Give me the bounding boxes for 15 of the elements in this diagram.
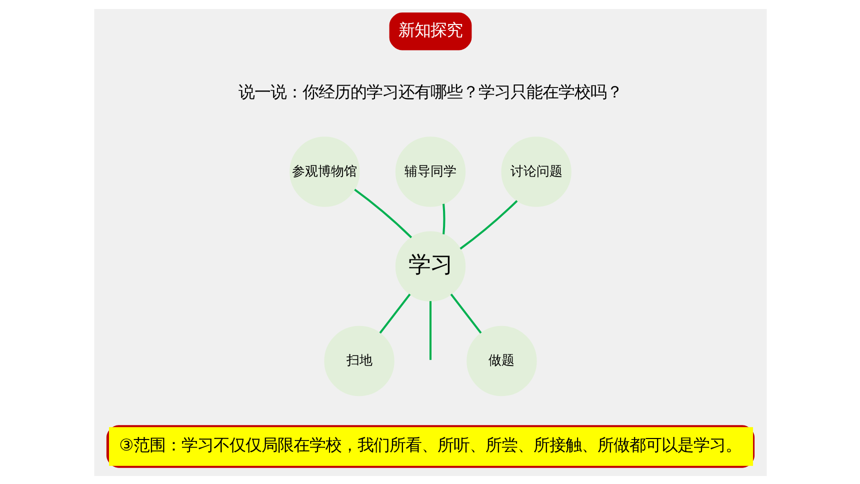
node-circle: 扫地 bbox=[324, 325, 394, 396]
connector bbox=[459, 200, 518, 250]
connector bbox=[354, 188, 412, 238]
label: 新知探究 bbox=[398, 20, 462, 39]
node-circle: 参观博物馆 bbox=[289, 136, 360, 206]
node-circle: 做题 bbox=[466, 325, 536, 396]
node-circle: 辅导同学 bbox=[394, 136, 466, 206]
label: 说一说：你经历的学习还有哪些？学习只能在学校吗？ bbox=[238, 82, 622, 101]
node-circle: 学习 bbox=[394, 230, 466, 301]
label: ③范围：学习不仅仅局限在学校，我们所看、所听、所尝、所接触、所做都可以是学习。 bbox=[118, 434, 742, 454]
connector bbox=[378, 293, 410, 334]
connector bbox=[442, 203, 445, 234]
connector bbox=[450, 293, 482, 334]
node-circle: 讨论问题 bbox=[500, 136, 571, 206]
connector bbox=[428, 300, 432, 360]
